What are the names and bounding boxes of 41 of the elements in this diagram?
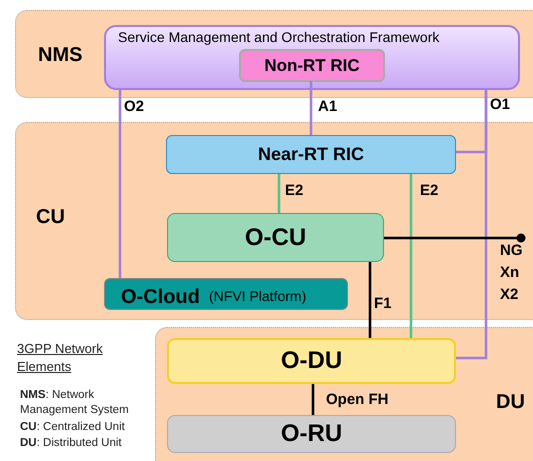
- notes-heading: 3GPP Network Elements: [17, 340, 104, 376]
- box-label: O-DU: [280, 346, 344, 376]
- connector-line: [310, 81, 312, 135]
- o-cu-box: [167, 213, 384, 262]
- o-cloud-box: [104, 278, 348, 310]
- framework-title: Service Management and Orchestration Framework: [118, 28, 440, 47]
- abbreviation-note: DU: Distributed Unit: [20, 436, 123, 451]
- cu-band: [15, 122, 533, 320]
- edge-label: E2: [285, 181, 304, 201]
- band-label: CU: [36, 205, 65, 230]
- edge-label: A1: [318, 97, 338, 117]
- edge-label: NG Xn X2: [500, 241, 524, 305]
- connector-line: [456, 90, 488, 360]
- connector-line: [118, 90, 122, 278]
- edge-label: O2: [124, 97, 144, 117]
- band-label: DU: [496, 390, 525, 415]
- abbreviation-note: NMS: Network Management System: [20, 388, 130, 418]
- connector-line: [368, 262, 372, 338]
- non-rt-ric-box: [239, 49, 385, 82]
- box-label: Non-RT RIC: [263, 54, 361, 77]
- box-label: Near-RT RIC: [256, 143, 365, 166]
- framework-box: [104, 25, 520, 90]
- du-band: [155, 327, 533, 461]
- connector-line: [278, 174, 280, 213]
- band-label: NMS: [38, 43, 82, 68]
- edge-label: Open FH: [326, 390, 388, 410]
- near-rt-ric-box: [166, 135, 456, 174]
- o-du-box: [167, 338, 456, 384]
- nms-band: [15, 10, 533, 98]
- box-label: O-RU: [280, 419, 344, 449]
- edge-label: E2: [420, 181, 438, 201]
- box-label: O-CU: [244, 222, 308, 252]
- connector-line: [384, 234, 526, 242]
- edge-label: F1: [374, 294, 392, 314]
- box-sublabel: (NFVI Platform): [209, 287, 306, 306]
- connector-line: [410, 174, 412, 338]
- o-ru-box: [167, 415, 456, 453]
- connector-line: [312, 384, 314, 415]
- abbreviation-note: CU: Centralized Unit: [20, 420, 126, 435]
- edge-label: O1: [490, 95, 510, 115]
- box-label: O-Cloud: [121, 285, 200, 310]
